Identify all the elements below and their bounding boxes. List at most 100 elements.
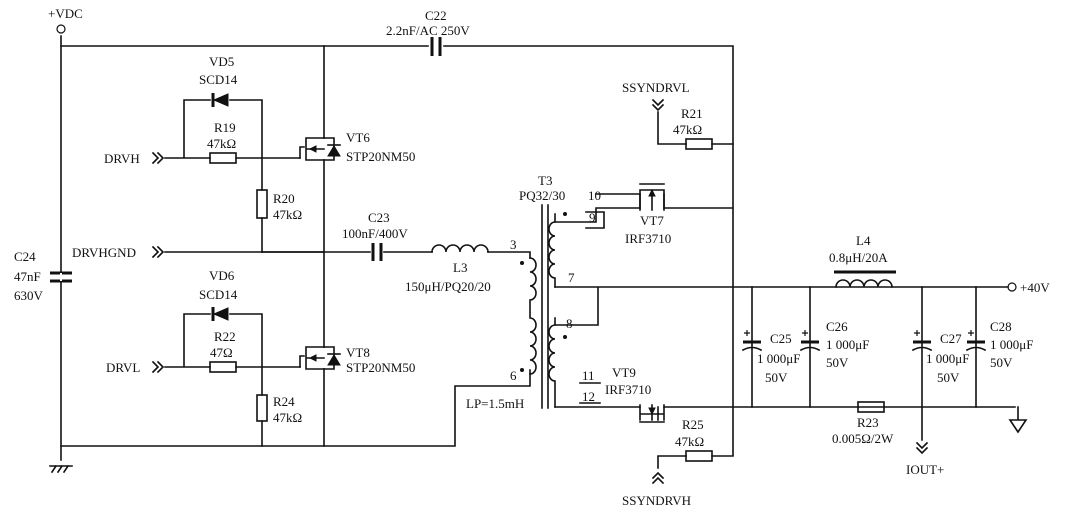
r19-value: 47kΩ [207,136,236,151]
resistor-r20 [256,189,268,219]
r24-label: R24 [273,394,295,409]
mosfet-vt8 [299,346,341,370]
l4-value: 0.8μH/20A [829,250,888,265]
r25-label: R25 [682,417,704,432]
pin10-label: 10 [588,188,601,203]
pin9-label: 9 [589,210,596,225]
pin11-label: 11 [582,368,595,383]
c22-value: 2.2nF/AC 250V [386,23,470,38]
r21-value: 47kΩ [673,122,702,137]
r22-label: R22 [214,329,236,344]
vt7-label: VT7 [640,213,664,228]
capacitor-c28 [965,330,987,352]
c28-label: C28 [990,319,1012,334]
c24-value: 47nF [14,269,41,284]
l4-label: L4 [856,233,871,248]
c27-value: 1 000μF [926,351,969,366]
pin8-label: 8 [566,316,573,331]
capacitor-c26 [799,330,821,352]
pin9-box [585,211,605,229]
capacitor-c27 [911,330,933,352]
pin6-label: 6 [510,368,517,383]
vd6-label: VD6 [209,268,235,283]
t3-label: T3 [538,173,552,188]
c27-label: C27 [940,331,962,346]
mosfet-vt6 [299,137,341,161]
drvh-input-arrow [151,151,165,165]
pin11-12-bars [579,382,601,404]
vout-terminal [1007,282,1017,292]
ssyndrvl-input-arrow [651,98,665,112]
c24-voltage: 630V [14,288,44,303]
c23-value: 100nF/400V [342,226,408,241]
c25-value: 1 000μF [757,351,800,366]
c24-label: C24 [14,249,36,264]
capacitor-c24 [50,271,72,283]
resistor-r23 [857,401,885,413]
vout-label: +40V [1020,280,1050,295]
r20-label: R20 [273,191,295,206]
vt7-part: IRF3710 [625,231,671,246]
transformer-t3 [520,204,567,409]
c26-value: 1 000μF [826,337,869,352]
capacitor-c22 [430,37,442,56]
iout-label: IOUT+ [906,462,944,477]
diode-vd5 [211,93,229,107]
c25-label: C25 [770,331,792,346]
ssyndrvh-label: SSYNDRVH [622,493,691,508]
r25-value: 47kΩ [675,434,704,449]
vd5-part: SCD14 [199,72,238,87]
pin3-label: 3 [510,237,517,252]
vt9-label: VT9 [612,365,636,380]
drvl-input-arrow [151,360,165,374]
l3-label: L3 [453,260,467,275]
c22-label: C22 [425,8,447,23]
ground-symbol-left [49,464,73,474]
ssyndrvh-input-arrow [651,471,665,485]
vdc-terminal [56,24,66,34]
resistor-r22 [209,361,237,373]
r23-value: 0.005Ω/2W [832,431,894,446]
vt8-part: STP20NM50 [346,360,415,375]
l3-value: 150μH/PQ20/20 [405,279,491,294]
r24-value: 47kΩ [273,410,302,425]
capacitor-c25 [741,330,763,352]
vd6-part: SCD14 [199,287,238,302]
inductor-l4 [835,279,893,288]
r21-label: R21 [681,106,703,121]
t3-core: PQ32/30 [519,188,565,203]
iout-output-arrow [915,441,929,455]
c28-value: 1 000μF [990,337,1033,352]
vt6-part: STP20NM50 [346,149,415,164]
lp-label: LP=1.5mH [466,396,524,411]
r22-value: 47Ω [210,345,233,360]
drvh-label: DRVH [104,151,140,166]
vdc-label: +VDC [48,6,83,21]
capacitor-c23 [371,243,383,261]
resistor-r25 [685,450,713,462]
drvhgnd-label: DRVHGND [72,245,136,260]
pin12-label: 12 [582,389,595,404]
pin7-label: 7 [568,270,575,285]
resistor-r19 [209,152,237,164]
resistor-r21 [685,138,713,150]
vt9-part: IRF3710 [605,382,651,397]
ground-symbol-right [1008,406,1028,434]
resistor-r24 [256,394,268,422]
c25-voltage: 50V [765,370,788,385]
diode-vd6 [211,307,229,321]
r19-label: R19 [214,120,236,135]
vt6-label: VT6 [346,130,370,145]
c27-voltage: 50V [937,370,960,385]
r20-value: 47kΩ [273,207,302,222]
c26-voltage: 50V [826,355,849,370]
vt8-label: VT8 [346,345,370,360]
mosfet-vt7 [639,183,665,211]
c28-voltage: 50V [990,355,1013,370]
mosfet-vt9 [639,404,665,423]
vd5-label: VD5 [209,54,234,69]
inductor-l3 [431,244,489,253]
drvl-label: DRVL [106,360,140,375]
r23-label: R23 [857,415,879,430]
